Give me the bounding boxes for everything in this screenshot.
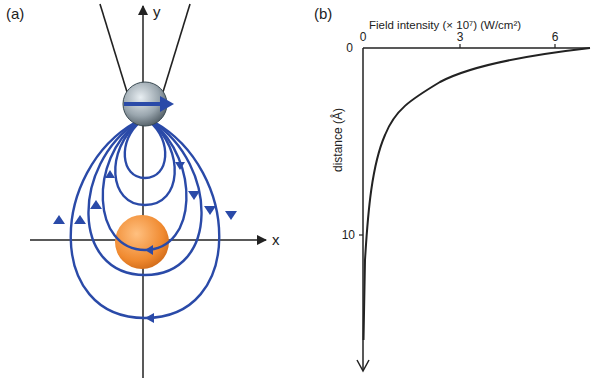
axis-name: y (153, 4, 161, 19)
axis-title: distance (Å) (332, 108, 344, 172)
probe-tip (100, 4, 190, 92)
sample-sphere (115, 215, 169, 269)
tick-label: 0 (346, 42, 353, 54)
axis-name: x (272, 232, 280, 247)
intensity-axis (363, 47, 590, 49)
tick-label: 10 (342, 229, 355, 241)
field-arrowheads (53, 162, 237, 323)
field-lines (71, 122, 220, 318)
tick-label: 6 (552, 31, 559, 43)
panel-letter: (b) (314, 6, 332, 21)
dipole-arrow (124, 102, 162, 106)
ticks (359, 44, 555, 235)
y-axis (142, 6, 144, 378)
dipole-arrowhead (160, 96, 174, 112)
axis-title: Field intensity (× 10⁷) (W/cm²) (369, 20, 521, 32)
tick-label: 3 (457, 31, 464, 43)
distance-arrow (357, 360, 369, 371)
intensity-curve (364, 48, 591, 340)
panel-letter: (a) (6, 6, 24, 21)
tick-label: 0 (360, 31, 367, 43)
